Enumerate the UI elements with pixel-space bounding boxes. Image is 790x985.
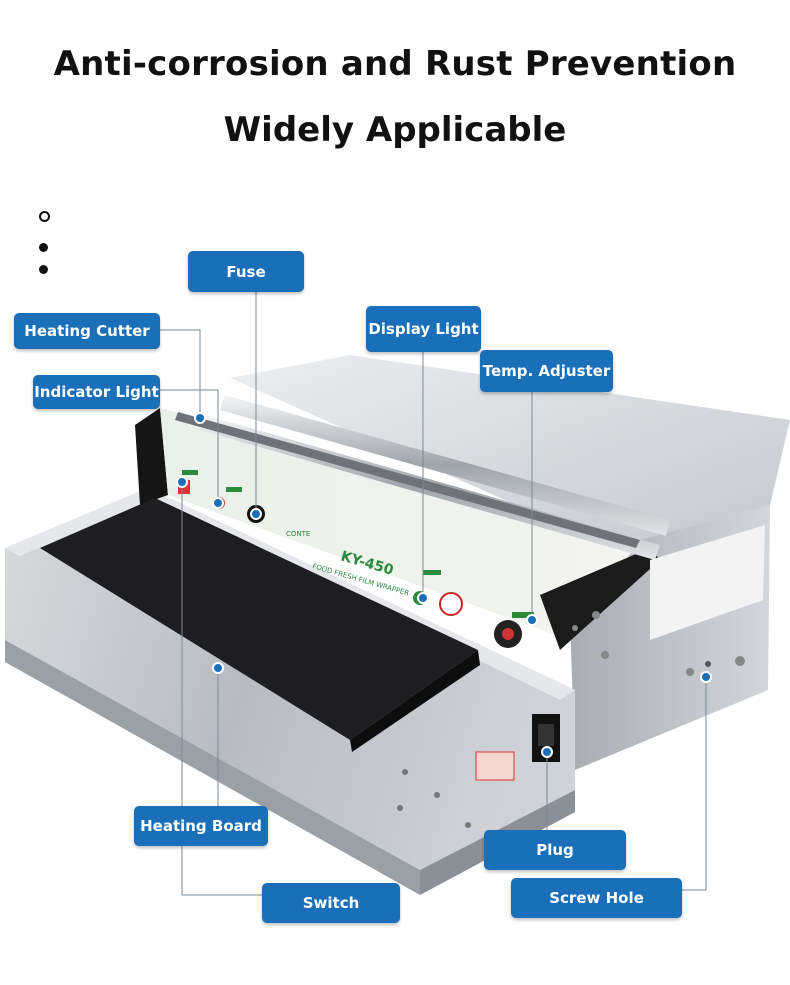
callout-heating-cutter: Heating Cutter bbox=[14, 313, 160, 349]
callout-switch: Switch bbox=[262, 883, 400, 923]
control-panel bbox=[160, 408, 640, 640]
top-cover bbox=[230, 355, 790, 560]
callout-screw-hole: Screw Hole bbox=[511, 878, 682, 918]
brand-label: CONTE bbox=[286, 530, 310, 538]
callout-display-light: Display Light bbox=[366, 306, 481, 352]
callout-temp-adjuster: Temp. Adjuster bbox=[480, 350, 613, 392]
roller-back bbox=[220, 395, 670, 536]
callout-fuse: Fuse bbox=[188, 251, 304, 292]
callout-indicator-light: Indicator Light bbox=[33, 375, 160, 409]
leader-lines bbox=[160, 292, 707, 896]
filled-bullet-icon bbox=[39, 243, 48, 252]
callout-dots bbox=[176, 412, 712, 758]
callout-plug: Plug bbox=[484, 830, 626, 870]
filled-bullet-icon bbox=[39, 265, 48, 274]
heating-board bbox=[40, 498, 478, 740]
headline-line-2: Widely Applicable bbox=[223, 110, 567, 150]
hollow-bullet-icon bbox=[39, 211, 50, 222]
callout-heating-board: Heating Board bbox=[134, 806, 268, 846]
side-bracket bbox=[135, 408, 168, 505]
headline-line-1: Anti-corrosion and Rust Prevention bbox=[53, 44, 737, 84]
